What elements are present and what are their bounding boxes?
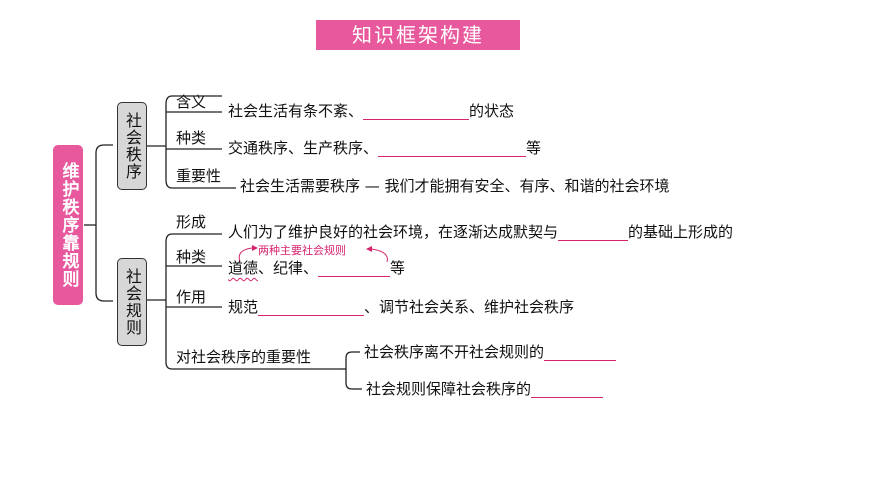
order-types-blank	[378, 141, 527, 157]
rules-types-label: 种类	[176, 248, 207, 266]
formation-text-after: 的基础上形成的	[628, 223, 734, 241]
meaning-blank	[363, 104, 470, 120]
rules-types-sep: 、纪律、	[258, 259, 319, 277]
rules-types-item1: 道德	[228, 259, 259, 277]
meaning-text-after: 的状态	[469, 102, 515, 120]
social-rules-node: 社会规则	[117, 258, 147, 346]
rules-importance-line1-text: 社会秩序离不开社会规则的	[364, 343, 545, 361]
rules-types-text: 道德、纪律、 等	[228, 259, 405, 277]
order-types-text-before: 交通秩序、生产秩序、	[228, 139, 379, 157]
rules-importance-blank2	[531, 382, 604, 398]
rules-importance-line2: 社会规则保障社会秩序的	[366, 380, 604, 398]
order-types-label: 种类	[176, 129, 207, 147]
meaning-label: 含义	[176, 93, 207, 111]
rules-types-note: 两种主要社会规则	[258, 244, 346, 257]
function-text-before: 规范	[228, 298, 259, 316]
formation-blank	[558, 225, 629, 241]
rules-types-text-after: 等	[390, 259, 406, 277]
rules-importance-label: 对社会秩序的重要性	[176, 348, 312, 366]
rules-importance-line2-text: 社会规则保障社会秩序的	[366, 380, 532, 398]
meaning-text-before: 社会生活有条不紊、	[228, 102, 364, 120]
function-label: 作用	[176, 288, 207, 306]
social-order-node: 社会秩序	[117, 102, 147, 190]
meaning-text: 社会生活有条不紊、 的状态	[228, 102, 514, 120]
formation-text-before: 人们为了维护良好的社会环境，在逐渐达成默契与	[228, 223, 559, 241]
function-text: 规范 、调节社会关系、维护社会秩序	[228, 298, 574, 316]
function-blank	[258, 300, 365, 316]
formation-label: 形成	[176, 213, 207, 231]
rules-importance-line1: 社会秩序离不开社会规则的	[364, 343, 617, 361]
function-text-after: 、调节社会关系、维护社会秩序	[364, 298, 575, 316]
rules-importance-blank1	[544, 345, 617, 361]
order-types-text-after: 等	[526, 139, 542, 157]
root-node: 维护秩序靠规则	[53, 145, 83, 305]
order-importance-label: 重要性	[176, 167, 222, 185]
order-types-text: 交通秩序、生产秩序、 等	[228, 139, 541, 157]
page-title: 知识框架构建	[316, 20, 520, 50]
rules-types-blank	[318, 261, 391, 277]
formation-text: 人们为了维护良好的社会环境，在逐渐达成默契与 的基础上形成的	[228, 223, 733, 241]
order-importance-text: 社会生活需要秩序 — 我们才能拥有安全、有序、和谐的社会环境	[240, 177, 670, 195]
